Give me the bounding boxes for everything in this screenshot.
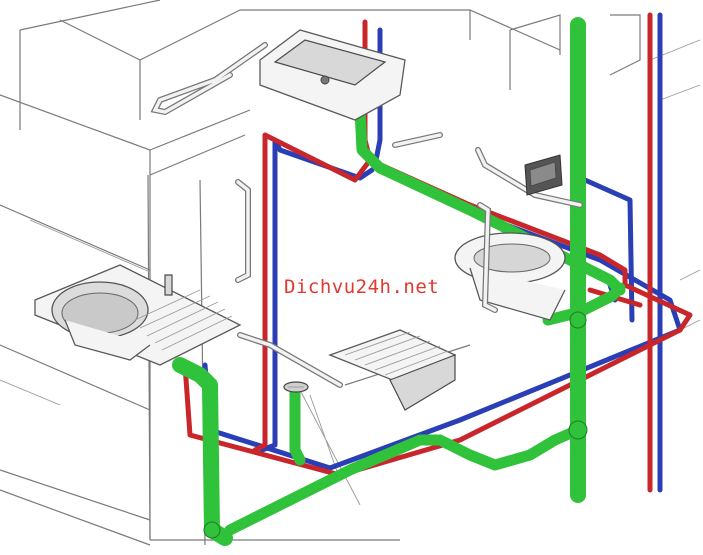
basin-grab-bar <box>150 42 268 116</box>
watermark-text: Dichvu24h.net <box>284 276 440 298</box>
floor-drain <box>283 381 309 393</box>
drain-pipes <box>172 17 626 546</box>
hot-water-pipes <box>182 12 693 493</box>
basin-valve <box>392 132 443 148</box>
wall-grab-bar <box>235 179 251 283</box>
wash-basin <box>259 29 406 121</box>
shower-seat <box>328 329 457 411</box>
side-grab-bar <box>237 332 343 388</box>
toilet <box>454 232 566 321</box>
flush-plate <box>524 154 563 196</box>
kitchen-sink <box>34 264 242 366</box>
cold-water-pipes <box>202 12 683 493</box>
toilet-grab-bars <box>475 147 583 313</box>
pipe-joints <box>203 311 588 539</box>
